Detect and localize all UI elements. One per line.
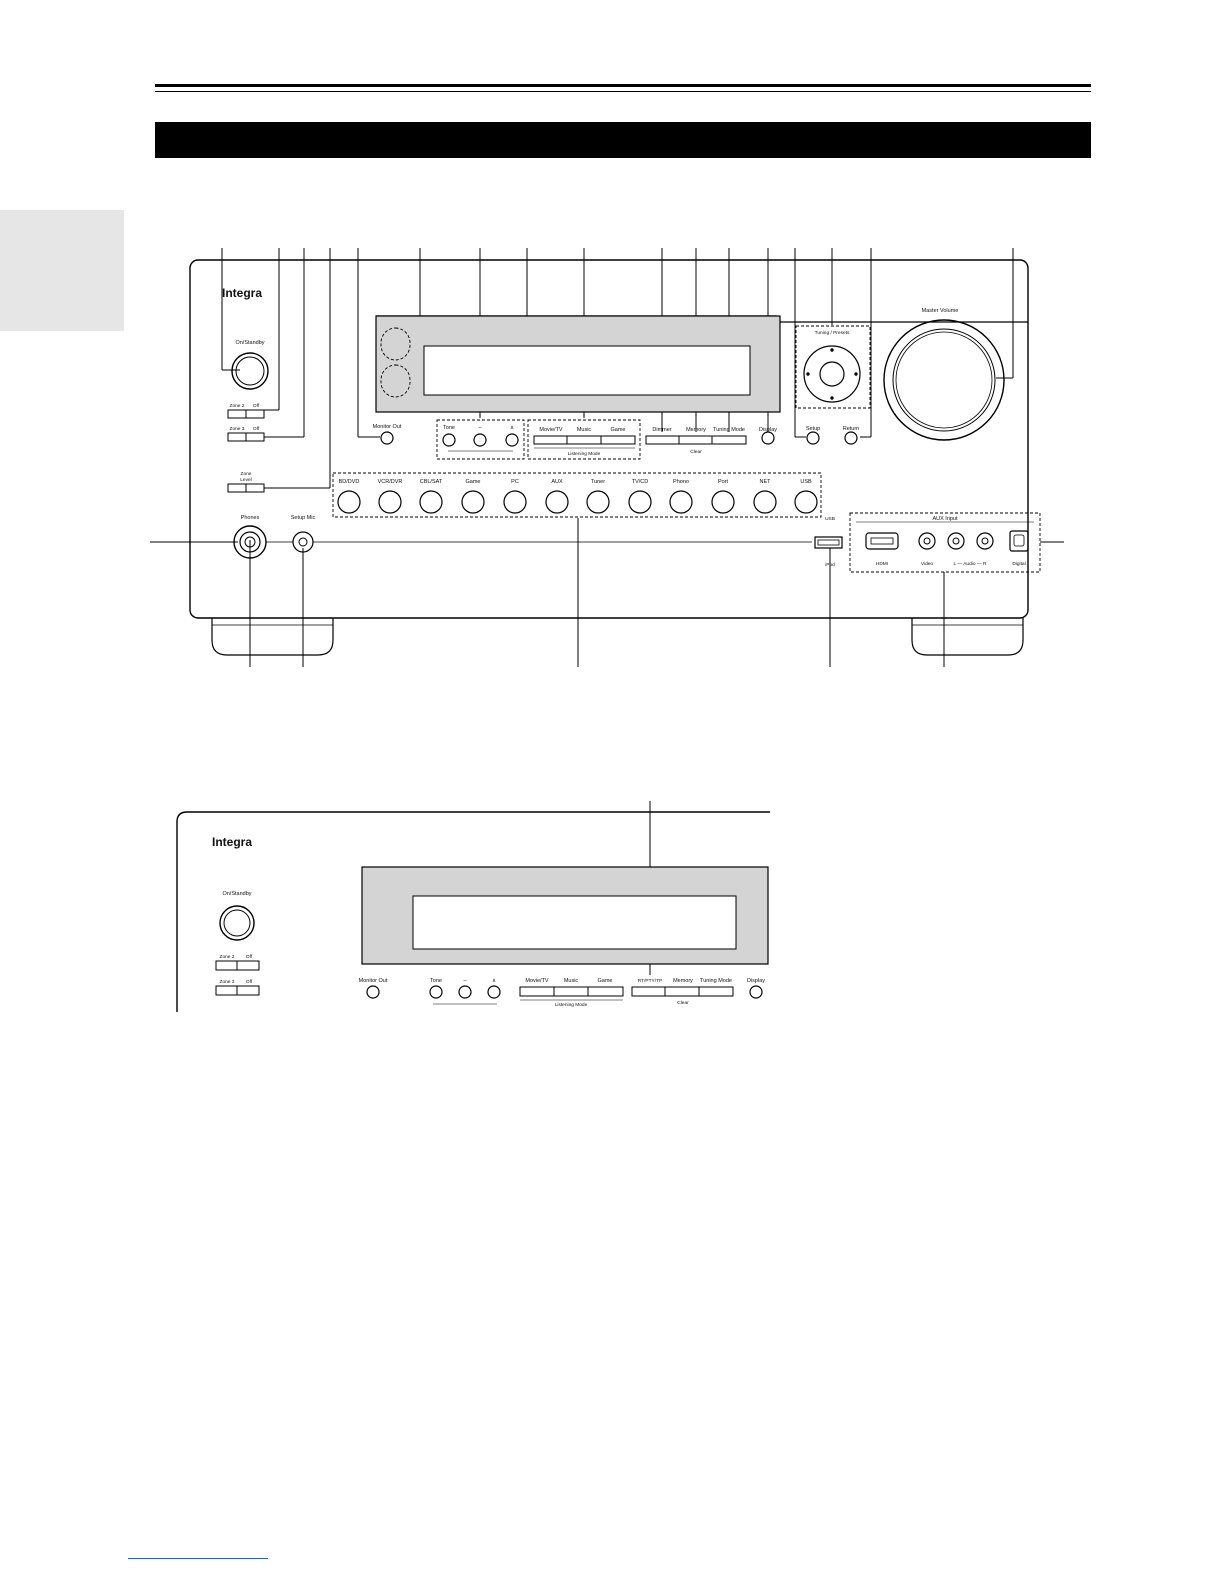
listening-mode-caption: Listening Mode [568, 451, 601, 457]
alt-front-panel [176, 801, 770, 1012]
alt-plus-label: ∧ [492, 978, 496, 984]
header-rule-thick [155, 84, 1091, 87]
tuning-mode-label: Tuning Mode [713, 427, 745, 433]
input-label-aux: AUX [551, 479, 563, 485]
input-label-cbl-sat: CBL/SAT [420, 479, 443, 485]
alt-listening-game-label: Game [598, 978, 613, 984]
setup-label: Setup [806, 426, 820, 432]
header-rule-thin [155, 91, 1091, 92]
side-chapter-tab [0, 210, 124, 331]
input-label-pc: PC [511, 479, 519, 485]
alt-minus-label: – [463, 978, 467, 984]
alt-listening-movie-label: Movie/TV [525, 978, 549, 984]
digital-label: Digital [1012, 561, 1025, 567]
alt-zone2-off-label: Off [246, 954, 253, 960]
input-label-game: Game [466, 479, 481, 485]
phones-label: Phones [241, 515, 260, 521]
minus-label: – [478, 425, 482, 431]
input-label-tuner: Tuner [591, 479, 605, 485]
alt-listening-mode-caption: Listening Mode [555, 1002, 588, 1008]
alt-tuning-mode-label: Tuning Mode [700, 978, 732, 984]
input-label-vcr-dvr: VCR/DVR [378, 479, 403, 485]
monitor-out-label: Monitor Out [373, 424, 402, 430]
zone3-off-label: Off [253, 426, 260, 432]
alt-zone3-label: Zone 3 [220, 979, 235, 985]
listening-mode-game-label: Game [611, 427, 626, 433]
listening-mode-music-label: Music [577, 427, 592, 433]
usb-port-label: USB [825, 516, 835, 522]
master-volume-label: Master Volume [922, 308, 959, 314]
footer-link-underline[interactable] [128, 1558, 268, 1559]
section-title-bar [155, 122, 1091, 158]
tuning-presets-label: Tuning / Presets [815, 330, 850, 336]
clear-label: Clear [690, 449, 702, 455]
alt-rds-button-label: RT/PTY/TP [638, 978, 662, 984]
zone2-label: Zone 2 [230, 403, 245, 409]
alt-memory-label: Memory [673, 978, 693, 984]
setup-mic-label: Setup Mic [291, 515, 316, 521]
input-label-usb: USB [800, 479, 812, 485]
aux-input-label: AUX Input [932, 516, 958, 522]
zone-level-level-label: Level [240, 477, 251, 483]
listening-mode-movie-label: Movie/TV [539, 427, 563, 433]
input-label-tv-cd: TV/CD [632, 479, 649, 485]
input-selector-buttons [337, 490, 818, 514]
dimmer-label: Dimmer [652, 427, 671, 433]
alt-clear-label: Clear [677, 1000, 689, 1006]
alt-monitor-out-label: Monitor Out [359, 978, 388, 984]
hdmi-label: HDMI [876, 561, 888, 567]
plus-label: ∧ [510, 425, 514, 431]
alt-zone3-off-label: Off [246, 979, 253, 985]
callout-lines-bottom [150, 518, 1064, 667]
tone-label: Tone [443, 425, 455, 431]
input-label-bd-dvd: BD/DVD [339, 479, 360, 485]
brand-logo: Integra [222, 286, 262, 300]
zone3-label: Zone 3 [230, 426, 245, 432]
alt-display-label: Display [747, 978, 765, 984]
main-front-panel [150, 248, 1064, 667]
alt-power-label: On/Standby [222, 891, 251, 897]
display-label: Display [759, 427, 777, 433]
power-label: On/Standby [235, 340, 264, 346]
video-label: Video [921, 561, 934, 567]
input-label-port: Port [718, 479, 729, 485]
input-label-net: NET [760, 479, 772, 485]
memory-label: Memory [686, 427, 706, 433]
zone-level-zone-label: Zone [241, 471, 252, 477]
alt-zone2-label: Zone 2 [220, 954, 235, 960]
input-label-phono: Phono [673, 479, 689, 485]
main-panel-labels: Integra On/Standby Zone 2 Off Zone 3 Off… [222, 286, 1026, 568]
ipod-label: iPod [825, 562, 835, 568]
alt-tone-label: Tone [430, 978, 442, 984]
alt-listening-music-label: Music [564, 978, 579, 984]
input-selector-labels: BD/DVD VCR/DVR CBL/SAT Game PC AUX Tuner… [339, 479, 812, 485]
alt-brand-logo: Integra [212, 835, 252, 849]
audio-lr-label: L — Audio — R [954, 561, 987, 567]
zone2-off-label: Off [253, 403, 260, 409]
alt-panel-labels: Integra On/Standby Zone 2 Off Zone 3 Off… [212, 835, 765, 1008]
return-label: Return [843, 426, 860, 432]
